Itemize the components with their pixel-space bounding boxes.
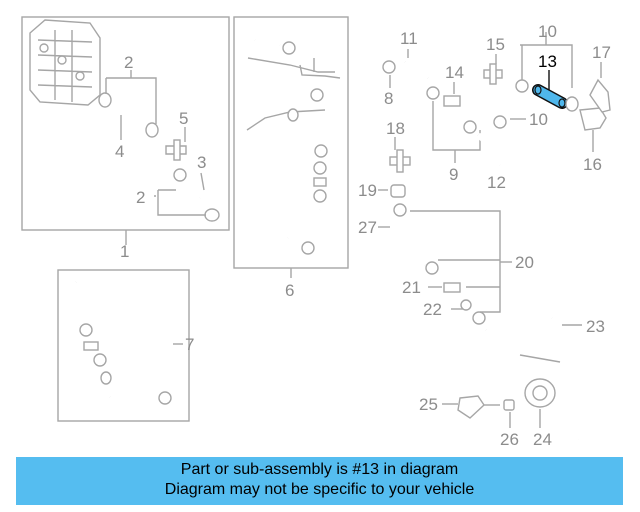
part-label-25: 25 [419, 395, 438, 414]
part-label-3: 3 [197, 153, 206, 172]
group-7-hoses [70, 280, 172, 405]
part-label-4: 4 [115, 142, 124, 161]
part-label-24: 24 [533, 430, 552, 449]
hose-part-27 [393, 203, 439, 275]
part-label-17: 17 [592, 43, 611, 62]
bracket-part-25 [457, 395, 500, 419]
hose-part-4 [98, 92, 159, 138]
clip-part-26 [503, 399, 515, 411]
highlighted-hose-part-13 [532, 84, 568, 109]
valve-part-16 [579, 107, 607, 152]
reservoir-part [29, 19, 101, 106]
part-label-6: 6 [285, 281, 294, 300]
hose-assembly-part-23 [472, 311, 592, 441]
part-label-27: 27 [358, 218, 377, 237]
part-label-7: 7 [185, 335, 194, 354]
part-label-22: 22 [423, 300, 442, 319]
part-label-23: 23 [586, 317, 605, 336]
part-label-20: 20 [515, 253, 534, 272]
part-label-13: 13 [538, 52, 557, 71]
part-label-19: 19 [358, 181, 377, 200]
connector-part-5 [165, 139, 187, 161]
banner-line-2: Diagram may not be specific to your vehi… [164, 481, 475, 498]
part-label-10a: 10 [538, 22, 557, 41]
hose-part-11 [403, 59, 440, 100]
banner-line-1: Part or sub-assembly is #13 in diagram [180, 461, 459, 478]
connector-part-14 [443, 95, 461, 107]
part-label-9: 9 [449, 165, 458, 184]
info-banner: Part or sub-assembly is #13 in diagram D… [16, 457, 623, 505]
connector-part-15 [483, 63, 503, 85]
part-label-2a: 2 [124, 53, 133, 72]
part-label-14: 14 [445, 63, 464, 82]
canister-part-24 [524, 378, 556, 408]
part-label-21: 21 [402, 278, 421, 297]
part-label-18: 18 [386, 119, 405, 138]
clamp-part-10-a [515, 79, 529, 93]
bracket-part-17 [589, 78, 611, 113]
clamp-part-8 [382, 60, 396, 74]
part-label-10b: 10 [529, 110, 548, 129]
part-label-12: 12 [487, 173, 506, 192]
part-label-2b: 2 [136, 188, 145, 207]
part-label-16: 16 [583, 155, 602, 174]
part-label-5: 5 [179, 109, 188, 128]
hose-part-3 [173, 168, 220, 222]
part-label-26: 26 [500, 430, 519, 449]
hose-part-12 [463, 115, 507, 166]
part-label-1: 1 [120, 242, 129, 261]
group-box-6 [233, 16, 349, 269]
part-label-11: 11 [400, 29, 418, 48]
clamp-part-22 [460, 299, 472, 311]
part-label-8: 8 [384, 89, 393, 108]
clamp-part-19 [390, 184, 406, 198]
connector-part-21 [443, 282, 461, 293]
connector-part-18 [389, 149, 411, 173]
part-label-15: 15 [486, 35, 505, 54]
group-6-hoses [246, 37, 341, 255]
group-box-7 [57, 269, 190, 422]
